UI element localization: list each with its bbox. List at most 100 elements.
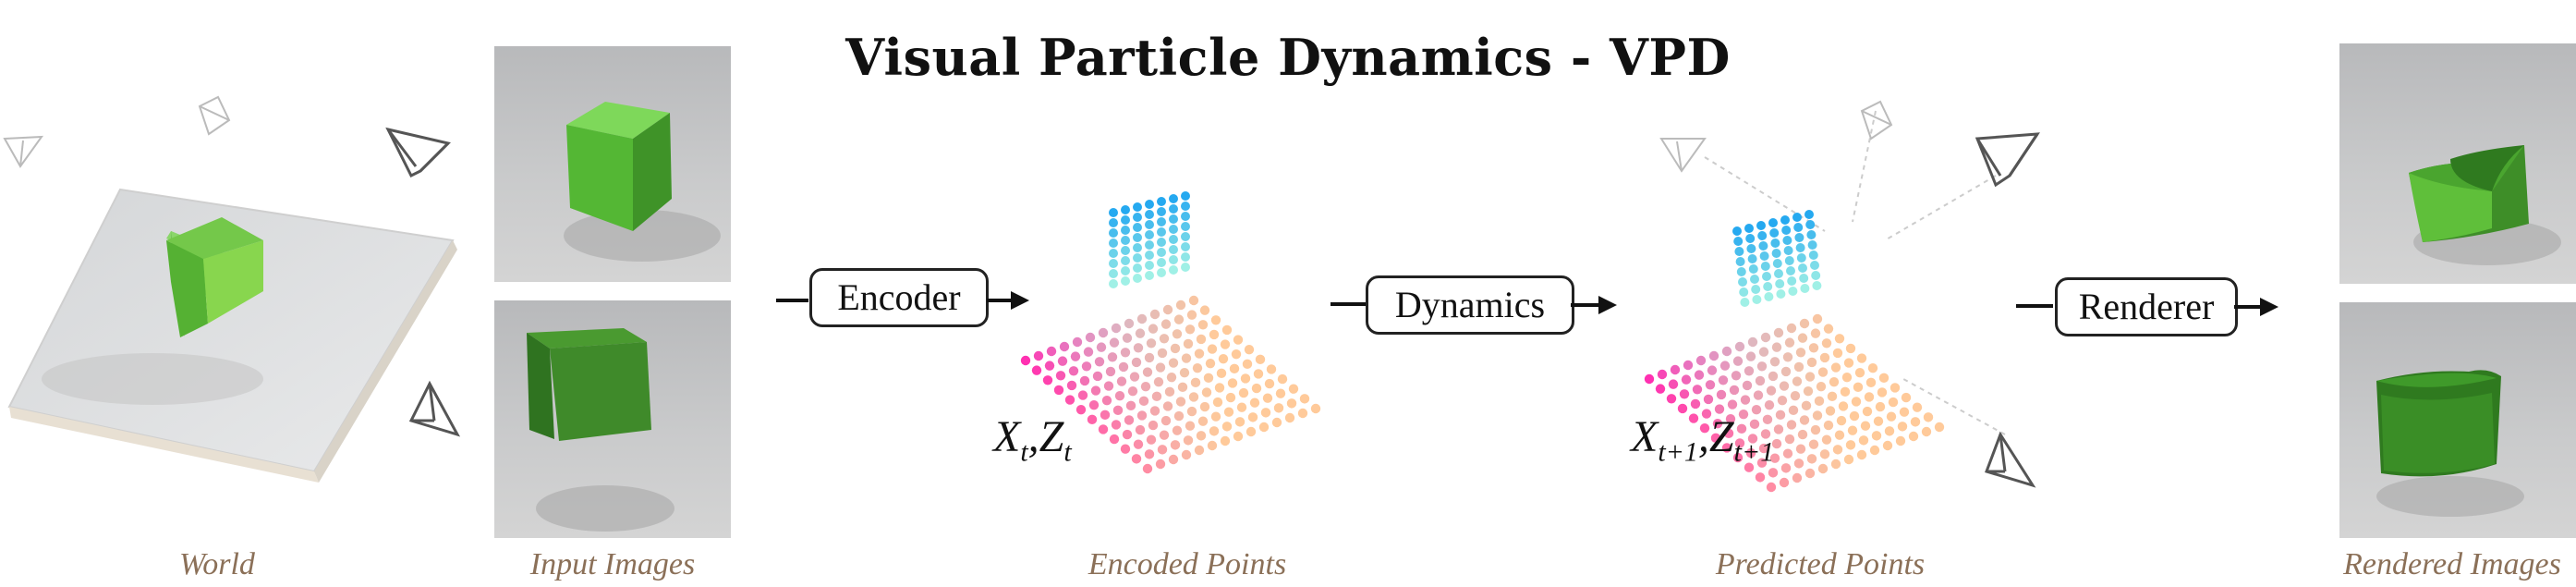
point (1808, 251, 1818, 260)
point (1146, 338, 1157, 349)
point (1255, 354, 1266, 365)
point (1758, 347, 1769, 357)
point (1145, 271, 1154, 280)
point (1721, 443, 1732, 453)
point (1181, 222, 1190, 231)
point (1242, 359, 1253, 370)
point (1207, 344, 1218, 354)
point (1878, 373, 1889, 384)
point (1762, 272, 1771, 281)
point (1775, 410, 1786, 421)
point (1133, 263, 1142, 273)
point (1133, 223, 1142, 232)
point (1148, 420, 1159, 431)
point (1738, 409, 1749, 420)
point (1756, 221, 1766, 230)
point (1819, 449, 1830, 459)
arrow-out-renderer (2234, 298, 2278, 316)
point (1710, 433, 1721, 444)
point (1181, 449, 1192, 460)
point (1812, 281, 1822, 290)
point (1792, 472, 1803, 483)
point (1288, 384, 1299, 394)
predicted-point-cloud (1644, 210, 1945, 493)
camera-icon (1659, 138, 1707, 173)
point (1160, 319, 1172, 329)
point (1901, 392, 1912, 403)
point (1738, 277, 1747, 287)
point (1877, 387, 1888, 397)
arrow-out-encoder (987, 291, 1029, 310)
point (1897, 422, 1908, 432)
point (1806, 230, 1817, 239)
point (1786, 420, 1797, 430)
point (1124, 415, 1135, 425)
point (1760, 332, 1771, 343)
point (1740, 298, 1750, 307)
point (1666, 394, 1677, 404)
point (1756, 458, 1768, 468)
point (1145, 251, 1154, 260)
input-image-2 (494, 300, 731, 538)
point (1297, 408, 1308, 419)
point (1118, 361, 1129, 373)
point (1699, 422, 1710, 434)
point (1088, 399, 1100, 410)
point (1249, 397, 1260, 408)
point (1707, 365, 1718, 375)
point (1747, 254, 1757, 263)
point (1157, 248, 1166, 257)
point (1169, 225, 1178, 234)
point (1233, 431, 1244, 442)
predicted-math-label: Xt+1,Zt+1 (1631, 412, 1775, 468)
point (1801, 400, 1812, 411)
point (1059, 341, 1070, 352)
point (1066, 380, 1077, 391)
rendered-image-2 (2339, 302, 2576, 538)
camera-icon (1975, 132, 2040, 188)
point (1149, 309, 1160, 320)
point (1747, 336, 1758, 348)
point (1145, 200, 1154, 209)
point (1679, 389, 1690, 399)
point (1109, 249, 1118, 258)
point (1144, 352, 1155, 363)
point (1210, 315, 1221, 325)
point (1766, 385, 1777, 396)
diagram-title: Visual Particle Dynamics - VPD (845, 28, 1731, 87)
point (1773, 424, 1784, 434)
point (1712, 418, 1723, 429)
point (1159, 430, 1170, 440)
point (1201, 387, 1212, 397)
point (1783, 246, 1793, 255)
point (1157, 268, 1166, 277)
point (1173, 410, 1185, 422)
point (1899, 407, 1910, 417)
point (1755, 472, 1766, 483)
point (1092, 371, 1103, 382)
point (1031, 365, 1042, 375)
point (1233, 335, 1244, 345)
point (1788, 287, 1798, 296)
point (1797, 333, 1808, 343)
point (1853, 382, 1864, 393)
point (1197, 416, 1209, 426)
point (1732, 356, 1744, 366)
point (1757, 231, 1768, 240)
point (1742, 380, 1753, 391)
point (1121, 215, 1130, 225)
caption-rendered-images: Rendered Images (2343, 547, 2561, 581)
point (1133, 253, 1142, 263)
point (1756, 361, 1768, 372)
point (1690, 398, 1701, 410)
point (1122, 429, 1133, 440)
point (1181, 353, 1192, 363)
point (1838, 401, 1849, 411)
point (1908, 431, 1919, 442)
point (1719, 361, 1731, 371)
point (1768, 468, 1779, 478)
point (1840, 386, 1851, 397)
point (1790, 390, 1801, 401)
point (1169, 214, 1178, 224)
point (1752, 295, 1762, 304)
